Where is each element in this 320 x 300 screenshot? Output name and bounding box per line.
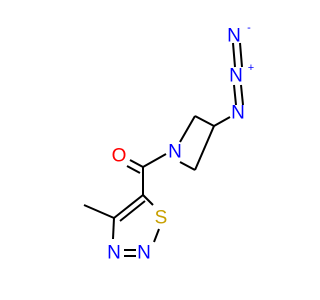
- bond-azide-triple-2: [239, 42, 243, 68]
- bond-c4-c5-1: [113, 194, 144, 219]
- atom-thiadiazole-n2: N: [137, 243, 151, 264]
- atom-thiadiazole-n1: N: [107, 243, 121, 264]
- atom-azide-n-terminal: N: [227, 26, 241, 47]
- bond-azide-double-1: [233, 84, 237, 106]
- atom-azide-n-bonded: N: [231, 103, 245, 124]
- bond-ring-c4-c3: [194, 125, 215, 171]
- atom-labels: N - N + N N O S N N: [107, 22, 254, 264]
- bond-ring-n-c4: [179, 161, 196, 171]
- atom-azide-n-central: N: [229, 66, 243, 87]
- bond-c5-s: [142, 194, 154, 206]
- bond-c4-c5-2: [119, 200, 146, 222]
- molecule-structure: N - N + N N O S N N: [83, 22, 254, 264]
- bonds: [83, 42, 244, 257]
- atom-azide-n-terminal-charge: -: [247, 22, 251, 34]
- bond-methyl: [83, 204, 115, 219]
- bond-azide-c: [213, 116, 231, 127]
- bond-azide-triple-1: [232, 42, 236, 68]
- bond-n1-c4: [112, 217, 115, 240]
- bond-n-carbonyl: [142, 153, 167, 168]
- bond-ring-c2-n: [179, 115, 196, 143]
- atom-azetidine-n: N: [168, 142, 182, 163]
- atom-carbonyl-o: O: [112, 146, 127, 167]
- atom-azide-n-central-charge: +: [248, 62, 254, 74]
- atom-thiadiazole-s: S: [155, 208, 168, 229]
- bond-azide-double-2: [240, 84, 244, 106]
- bond-carbonyl-double-1: [129, 159, 144, 168]
- bond-carbonyl-double-2: [126, 165, 141, 174]
- bond-s-n2: [153, 228, 160, 243]
- bond-ring-c3-c2: [194, 115, 215, 127]
